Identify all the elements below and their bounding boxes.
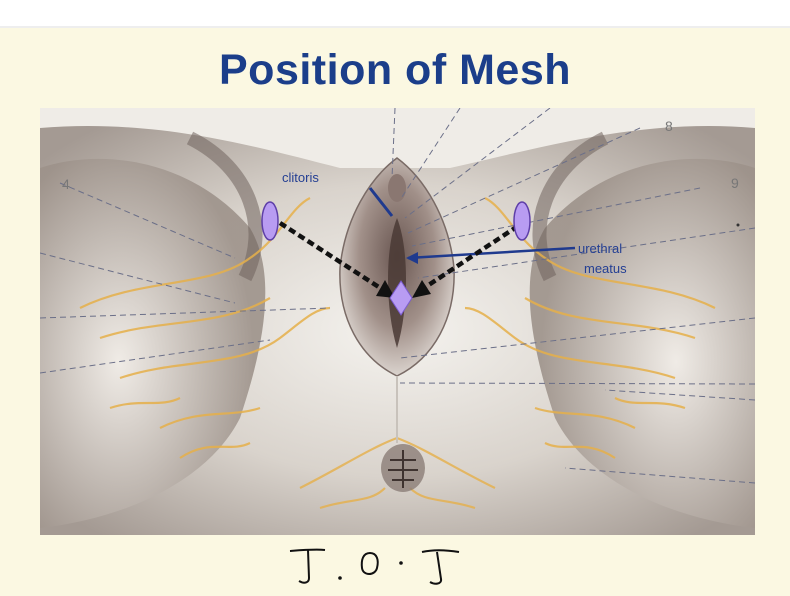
anatomy-diagram-svg (40, 108, 755, 535)
handwritten-tot (285, 545, 485, 590)
anatomy-illustration (40, 108, 755, 535)
handwriting-svg (285, 545, 485, 590)
page-title: Position of Mesh (0, 46, 790, 95)
top-divider (0, 26, 790, 28)
meatus-label: meatus (584, 261, 627, 276)
number-label-8: 8 (665, 118, 673, 134)
clitoris-label: clitoris (282, 170, 319, 185)
top-band (0, 0, 790, 28)
number-label-4: 4 (62, 176, 70, 192)
urethral-label: urethral (578, 241, 622, 256)
clitoris-shape (388, 174, 406, 202)
marker-dot (737, 224, 740, 227)
mesh-marker-right (514, 202, 530, 240)
number-label-9: 9 (731, 175, 739, 191)
mesh-marker-left (262, 202, 278, 240)
